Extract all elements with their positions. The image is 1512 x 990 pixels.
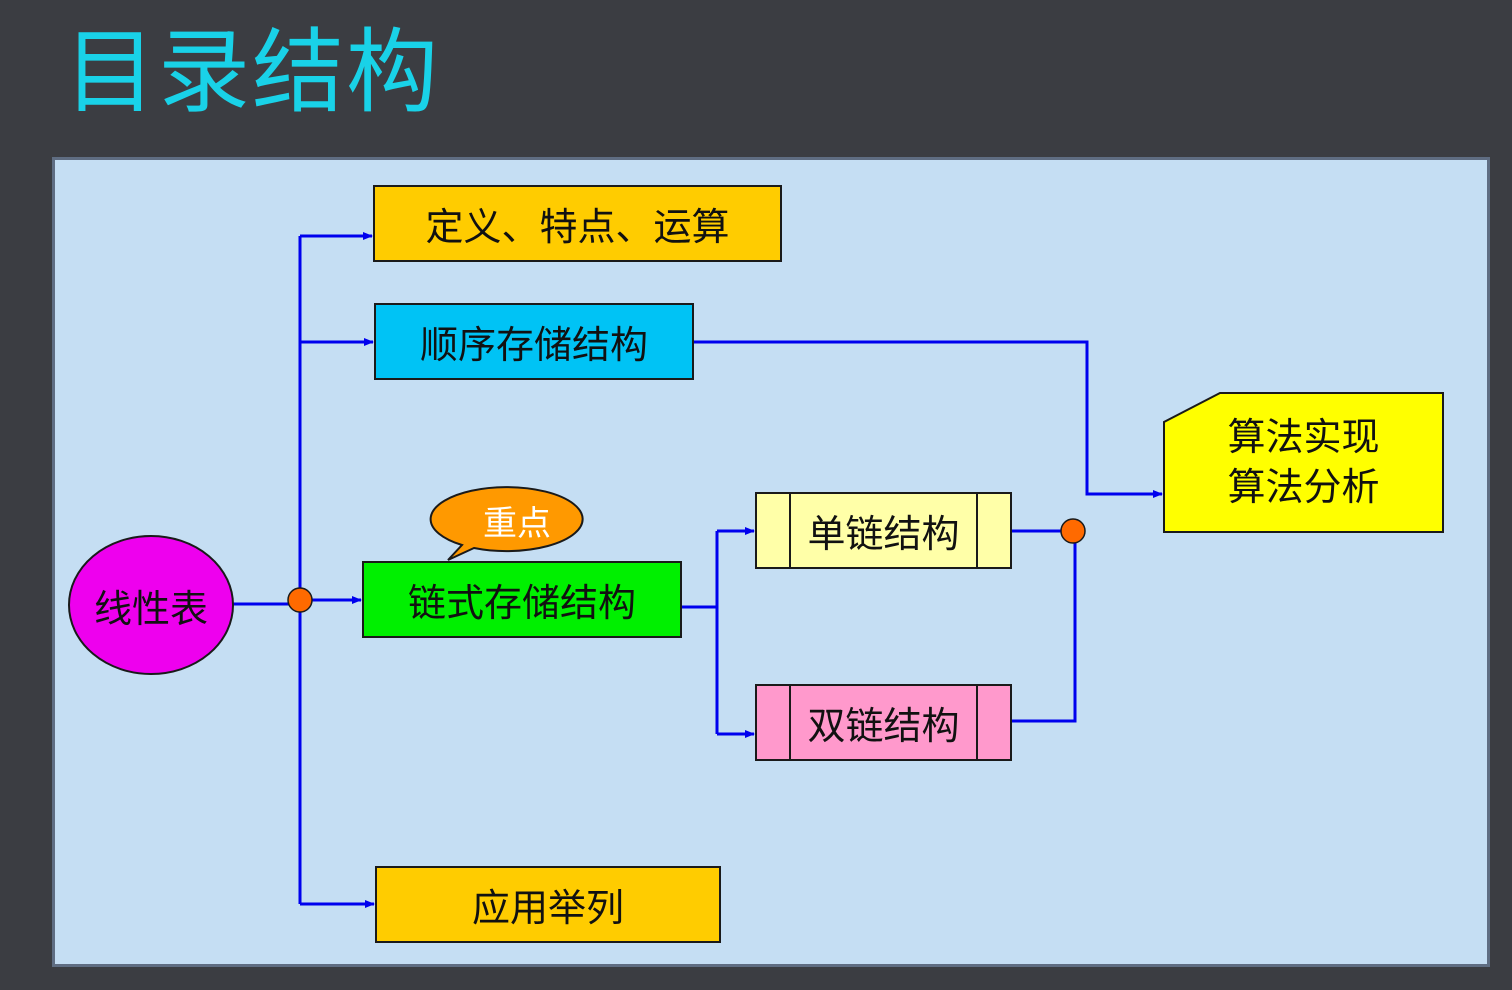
- node-definition: 定义、特点、运算: [373, 185, 782, 262]
- junction-root: [287, 587, 313, 613]
- root-node-label: 线性表: [93, 586, 208, 631]
- node-sequential: 顺序存储结构: [374, 303, 694, 380]
- node-double-link-label: 双链结构: [807, 704, 960, 748]
- node-algorithm-line1: 算法实现: [1227, 415, 1380, 460]
- junction-merge: [1060, 518, 1086, 544]
- connector-sequential-algorithm: [693, 340, 1163, 498]
- node-double-link: 双链结构: [755, 684, 1012, 761]
- node-linked: 链式存储结构: [362, 561, 682, 638]
- root-ellipse: [68, 535, 234, 675]
- page-title: 目录结构: [64, 19, 441, 126]
- callout-bubble: [429, 486, 584, 561]
- node-single-link-label: 单链结构: [807, 512, 960, 556]
- algorithm-note-shape: [1163, 392, 1444, 533]
- node-algorithm-line2: 算法分析: [1227, 464, 1380, 509]
- node-application: 应用举列: [375, 866, 721, 943]
- callout-label: 重点: [483, 503, 551, 544]
- node-single-link: 单链结构: [755, 492, 1012, 569]
- node-algorithm: 算法实现 算法分析: [1164, 393, 1443, 532]
- connector-double-merge: [1011, 543, 1077, 723]
